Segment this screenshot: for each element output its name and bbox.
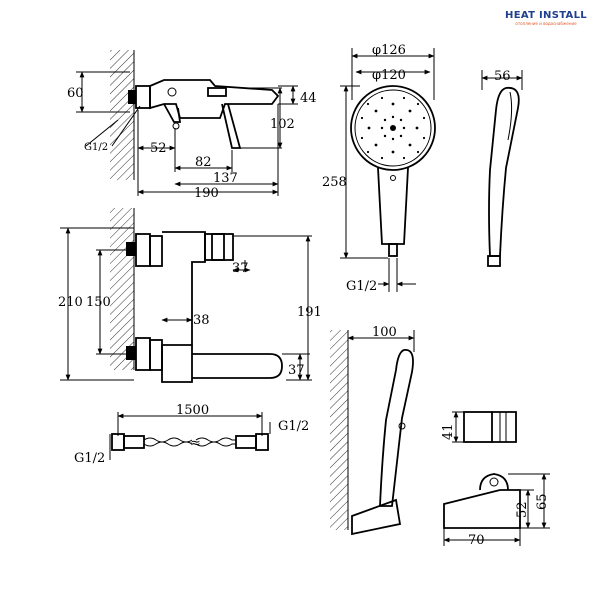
brand-tagline: отопление и водоснабжение	[515, 21, 577, 26]
dim-82: 82	[195, 155, 212, 170]
diverter	[163, 103, 182, 123]
holder-shower-outline	[379, 349, 414, 507]
mixer-body-outline	[149, 79, 280, 119]
dim-phi126: φ126	[372, 43, 406, 58]
bracket-views: 41 70 52 65	[441, 411, 550, 548]
dim-top-37b: 37	[288, 363, 305, 378]
dim-210: 210	[58, 295, 83, 310]
brand-logo: HEAT INSTALL отопление и водоснабжение	[500, 10, 592, 26]
wall-hatch-3	[330, 330, 348, 530]
hose-connection-right: G1/2	[278, 419, 309, 434]
mixer-side-view: 60 44 102 G1/2 52 82 137 190	[67, 50, 317, 201]
dim-100: 100	[372, 325, 397, 340]
hose-connection-left: G1/2	[74, 451, 105, 466]
dim-52: 52	[150, 141, 167, 156]
dim-190: 190	[194, 186, 219, 201]
hose-end-right	[255, 433, 269, 451]
handle-lever	[221, 103, 242, 149]
shower-head-inner	[354, 89, 432, 167]
bracket-side-block	[443, 489, 521, 529]
dim-60: 60	[67, 86, 84, 101]
dim-52-bracket: 52	[515, 501, 530, 518]
svg-text:≈: ≈	[190, 436, 201, 451]
top-body	[162, 231, 206, 346]
connection-label: G1/2	[84, 142, 108, 153]
brand-name: HEAT INSTALL	[505, 10, 587, 21]
dim-41: 41	[441, 423, 456, 440]
hand-shower-front: φ126 φ120 258	[322, 43, 436, 294]
dim-56: 56	[494, 69, 511, 84]
dim-70: 70	[468, 533, 485, 548]
dim-150: 150	[86, 295, 111, 310]
shower-side-outline	[488, 86, 520, 257]
wall-hatch-2	[110, 208, 134, 370]
shower-head-outer	[350, 85, 436, 171]
shower-handle	[377, 167, 409, 245]
top-flange-1	[135, 233, 151, 267]
hose-end-left	[111, 433, 125, 451]
top-spout	[192, 353, 283, 379]
dim-258: 258	[322, 175, 347, 190]
dim-38: 38	[193, 313, 210, 328]
dim-191: 191	[297, 305, 322, 320]
bracket-top-block	[463, 411, 493, 443]
dim-44: 44	[300, 91, 317, 106]
dim-65: 65	[535, 493, 550, 510]
nozzle-pattern	[360, 96, 426, 160]
top-flange-2	[135, 337, 151, 371]
mixer-top-view: 37 38 210 150 191 37	[58, 208, 322, 383]
hand-shower-side: 56	[481, 69, 523, 267]
wall-nut	[128, 90, 136, 104]
dim-137: 137	[213, 171, 238, 186]
dim-102: 102	[270, 117, 295, 132]
shower-hose: 1500 ≈ G1/2 G1/2	[74, 403, 309, 466]
dim-top-37a: 37	[232, 261, 249, 276]
handle-knob	[204, 233, 234, 261]
spout-tip	[207, 87, 227, 97]
hose-length: 1500	[176, 403, 209, 418]
shower-connection: G1/2	[346, 279, 377, 294]
wall-flange	[135, 85, 151, 109]
wall-hatch	[110, 50, 134, 180]
wall-holder-assembly: 100	[330, 325, 415, 536]
dim-phi120: φ120	[372, 68, 406, 83]
holder-base	[351, 498, 402, 536]
